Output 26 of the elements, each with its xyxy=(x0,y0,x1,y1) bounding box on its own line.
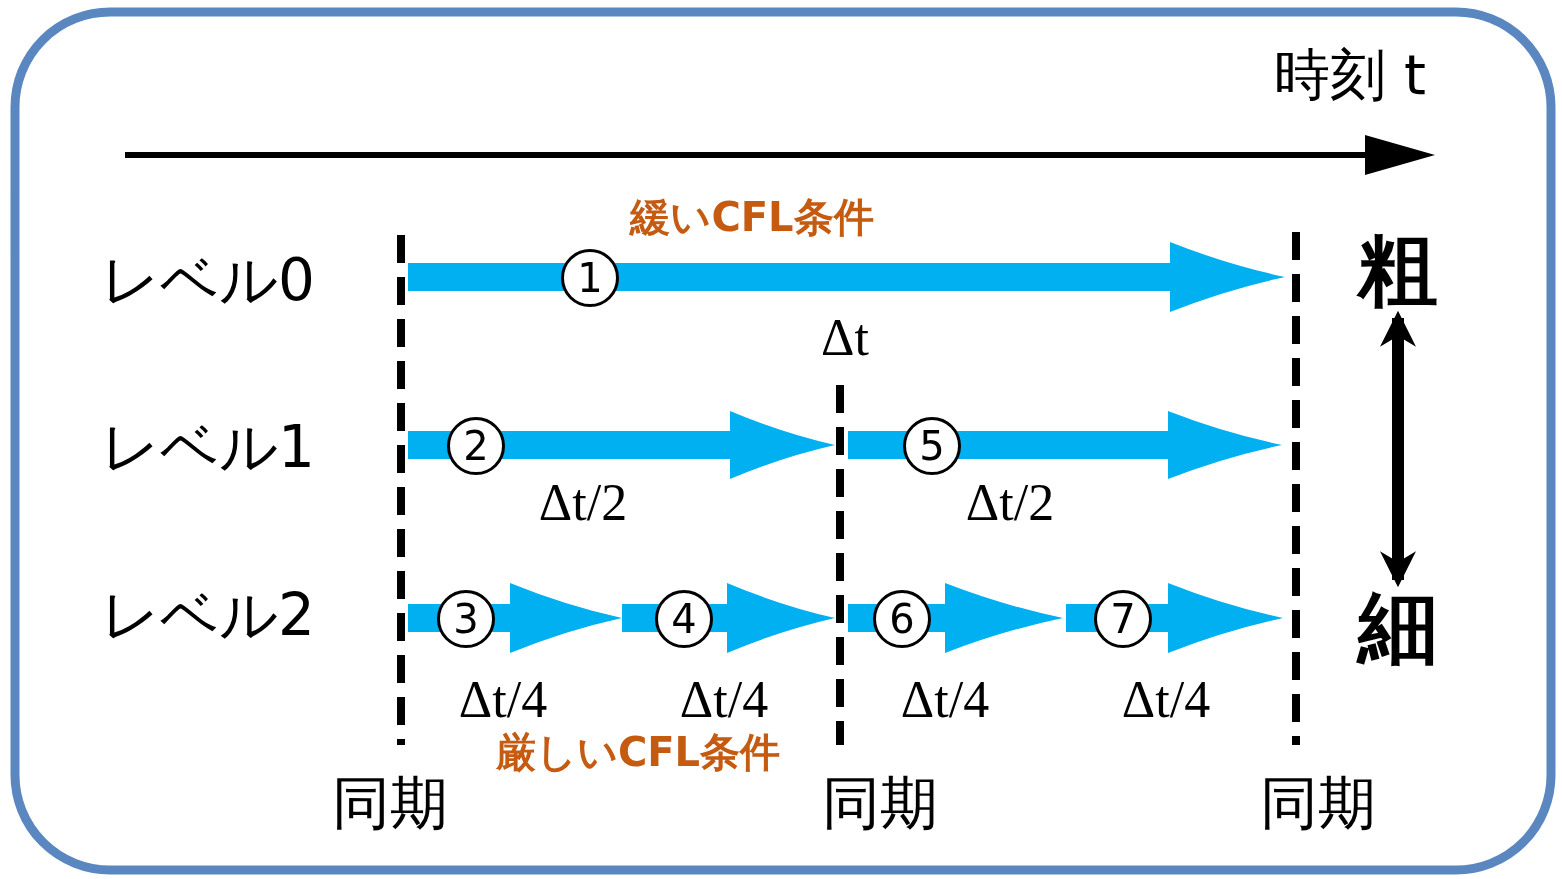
step-number: 5 xyxy=(903,417,961,475)
level-label: レベル1 xyxy=(101,418,315,476)
step-size-label: Δt/4 xyxy=(458,674,548,726)
axis-label: 時刻 t xyxy=(1274,47,1426,103)
step-size-label: Δt/2 xyxy=(965,477,1055,529)
sync-label: 同期 xyxy=(1260,774,1376,832)
step-number: 3 xyxy=(437,590,495,648)
level-label: レベル0 xyxy=(101,251,315,309)
time-step-arrow xyxy=(408,242,1285,312)
step-size-label: Δt/2 xyxy=(538,477,628,529)
level-label: レベル2 xyxy=(101,586,315,644)
step-number: 7 xyxy=(1094,590,1152,648)
double-arrow xyxy=(1380,310,1416,588)
step-size-label: Δt/4 xyxy=(1121,674,1211,726)
condition-note: 厳しいCFL条件 xyxy=(495,732,781,772)
step-size-label: Δt xyxy=(821,312,869,364)
step-number: 2 xyxy=(447,417,505,475)
step-number: 1 xyxy=(561,249,619,307)
step-number: 4 xyxy=(655,590,713,648)
resolution-label: 細 xyxy=(1358,588,1438,668)
step-number: 6 xyxy=(873,590,931,648)
resolution-label: 粗 xyxy=(1358,230,1438,310)
step-size-label: Δt/4 xyxy=(900,674,990,726)
step-size-label: Δt/4 xyxy=(679,674,769,726)
sync-label: 同期 xyxy=(332,774,448,832)
sync-label: 同期 xyxy=(822,774,938,832)
